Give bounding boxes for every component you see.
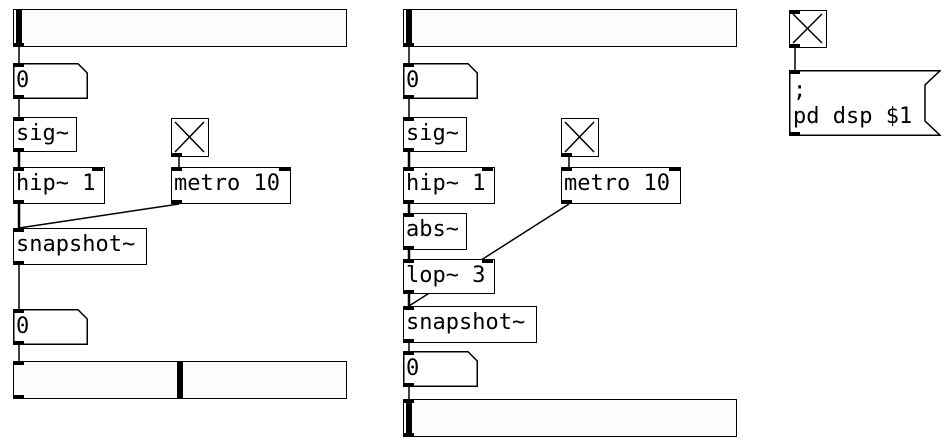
slider-knob[interactable] xyxy=(16,10,22,46)
inlet[interactable] xyxy=(403,351,414,355)
outlet[interactable] xyxy=(403,433,414,437)
outlet[interactable] xyxy=(403,246,414,250)
slider-knob[interactable] xyxy=(406,10,412,46)
object-sig[interactable]: sig~ xyxy=(13,117,77,152)
toggle-metro[interactable] xyxy=(561,118,599,157)
outlet[interactable] xyxy=(403,43,414,47)
message-line-1: ; xyxy=(793,78,807,103)
outlet[interactable] xyxy=(13,95,24,99)
number-value: 0 xyxy=(406,68,420,93)
message-line-2: pd dsp $1 xyxy=(793,104,913,129)
object-hip[interactable]: hip~ 1 xyxy=(403,167,495,204)
outlet[interactable] xyxy=(403,200,414,204)
inlet[interactable] xyxy=(403,306,414,310)
outlet[interactable] xyxy=(403,290,414,294)
outlet[interactable] xyxy=(13,200,24,204)
number-box[interactable]: 0 xyxy=(403,351,478,387)
number-box[interactable]: 0 xyxy=(13,309,88,345)
outlet[interactable] xyxy=(171,200,182,204)
number-box[interactable]: 0 xyxy=(13,63,88,99)
hslider-input[interactable] xyxy=(403,9,737,47)
outlet[interactable] xyxy=(403,148,414,152)
inlet[interactable] xyxy=(403,213,414,217)
number-value: 0 xyxy=(406,356,420,381)
inlet[interactable] xyxy=(789,70,800,74)
outlet[interactable] xyxy=(13,395,24,399)
number-value: 0 xyxy=(16,68,30,93)
outlet[interactable] xyxy=(789,132,800,136)
outlet[interactable] xyxy=(789,44,800,48)
inlet[interactable] xyxy=(279,167,290,171)
object-sig[interactable]: sig~ xyxy=(403,117,467,152)
number-value: 0 xyxy=(16,314,30,339)
message-dsp[interactable]: ; pd dsp $1 xyxy=(789,70,941,136)
inlet[interactable] xyxy=(403,399,414,403)
inlet[interactable] xyxy=(92,167,103,171)
outlet[interactable] xyxy=(561,153,572,157)
slider-knob[interactable] xyxy=(406,400,412,436)
outlet[interactable] xyxy=(13,261,24,265)
object-lop[interactable]: lop~ 3 xyxy=(403,259,495,294)
toggle-metro[interactable] xyxy=(171,118,209,157)
inlet[interactable] xyxy=(561,167,572,171)
outlet[interactable] xyxy=(13,43,24,47)
outlet[interactable] xyxy=(171,153,182,157)
object-abs[interactable]: abs~ xyxy=(403,213,467,250)
hslider-output[interactable] xyxy=(13,361,347,399)
inlet[interactable] xyxy=(403,63,414,67)
outlet[interactable] xyxy=(13,148,24,152)
inlet[interactable] xyxy=(13,309,24,313)
outlet[interactable] xyxy=(13,341,24,345)
object-metro[interactable]: metro 10 xyxy=(561,167,681,204)
number-box[interactable]: 0 xyxy=(403,63,478,99)
inlet[interactable] xyxy=(403,117,414,121)
outlet[interactable] xyxy=(403,95,414,99)
outlet[interactable] xyxy=(403,383,414,387)
object-hip[interactable]: hip~ 1 xyxy=(13,167,105,204)
cord xyxy=(18,203,180,229)
inlet[interactable] xyxy=(482,167,493,171)
hslider-output[interactable] xyxy=(403,399,737,437)
inlet[interactable] xyxy=(171,167,182,171)
inlet[interactable] xyxy=(13,167,24,171)
object-snapshot[interactable]: snapshot~ xyxy=(403,306,537,343)
inlet[interactable] xyxy=(13,117,24,121)
toggle-dsp[interactable] xyxy=(789,10,827,48)
inlet[interactable] xyxy=(482,259,493,263)
inlet[interactable] xyxy=(13,361,24,365)
inlet[interactable] xyxy=(789,10,800,14)
outlet[interactable] xyxy=(561,200,572,204)
inlet[interactable] xyxy=(13,63,24,67)
inlet[interactable] xyxy=(669,167,680,171)
inlet[interactable] xyxy=(13,228,24,232)
object-snapshot[interactable]: snapshot~ xyxy=(13,228,147,265)
hslider-input[interactable] xyxy=(13,9,347,47)
outlet[interactable] xyxy=(403,339,414,343)
slider-knob[interactable] xyxy=(177,362,183,398)
inlet[interactable] xyxy=(403,167,414,171)
inlet[interactable] xyxy=(403,259,414,263)
object-metro[interactable]: metro 10 xyxy=(171,167,291,204)
